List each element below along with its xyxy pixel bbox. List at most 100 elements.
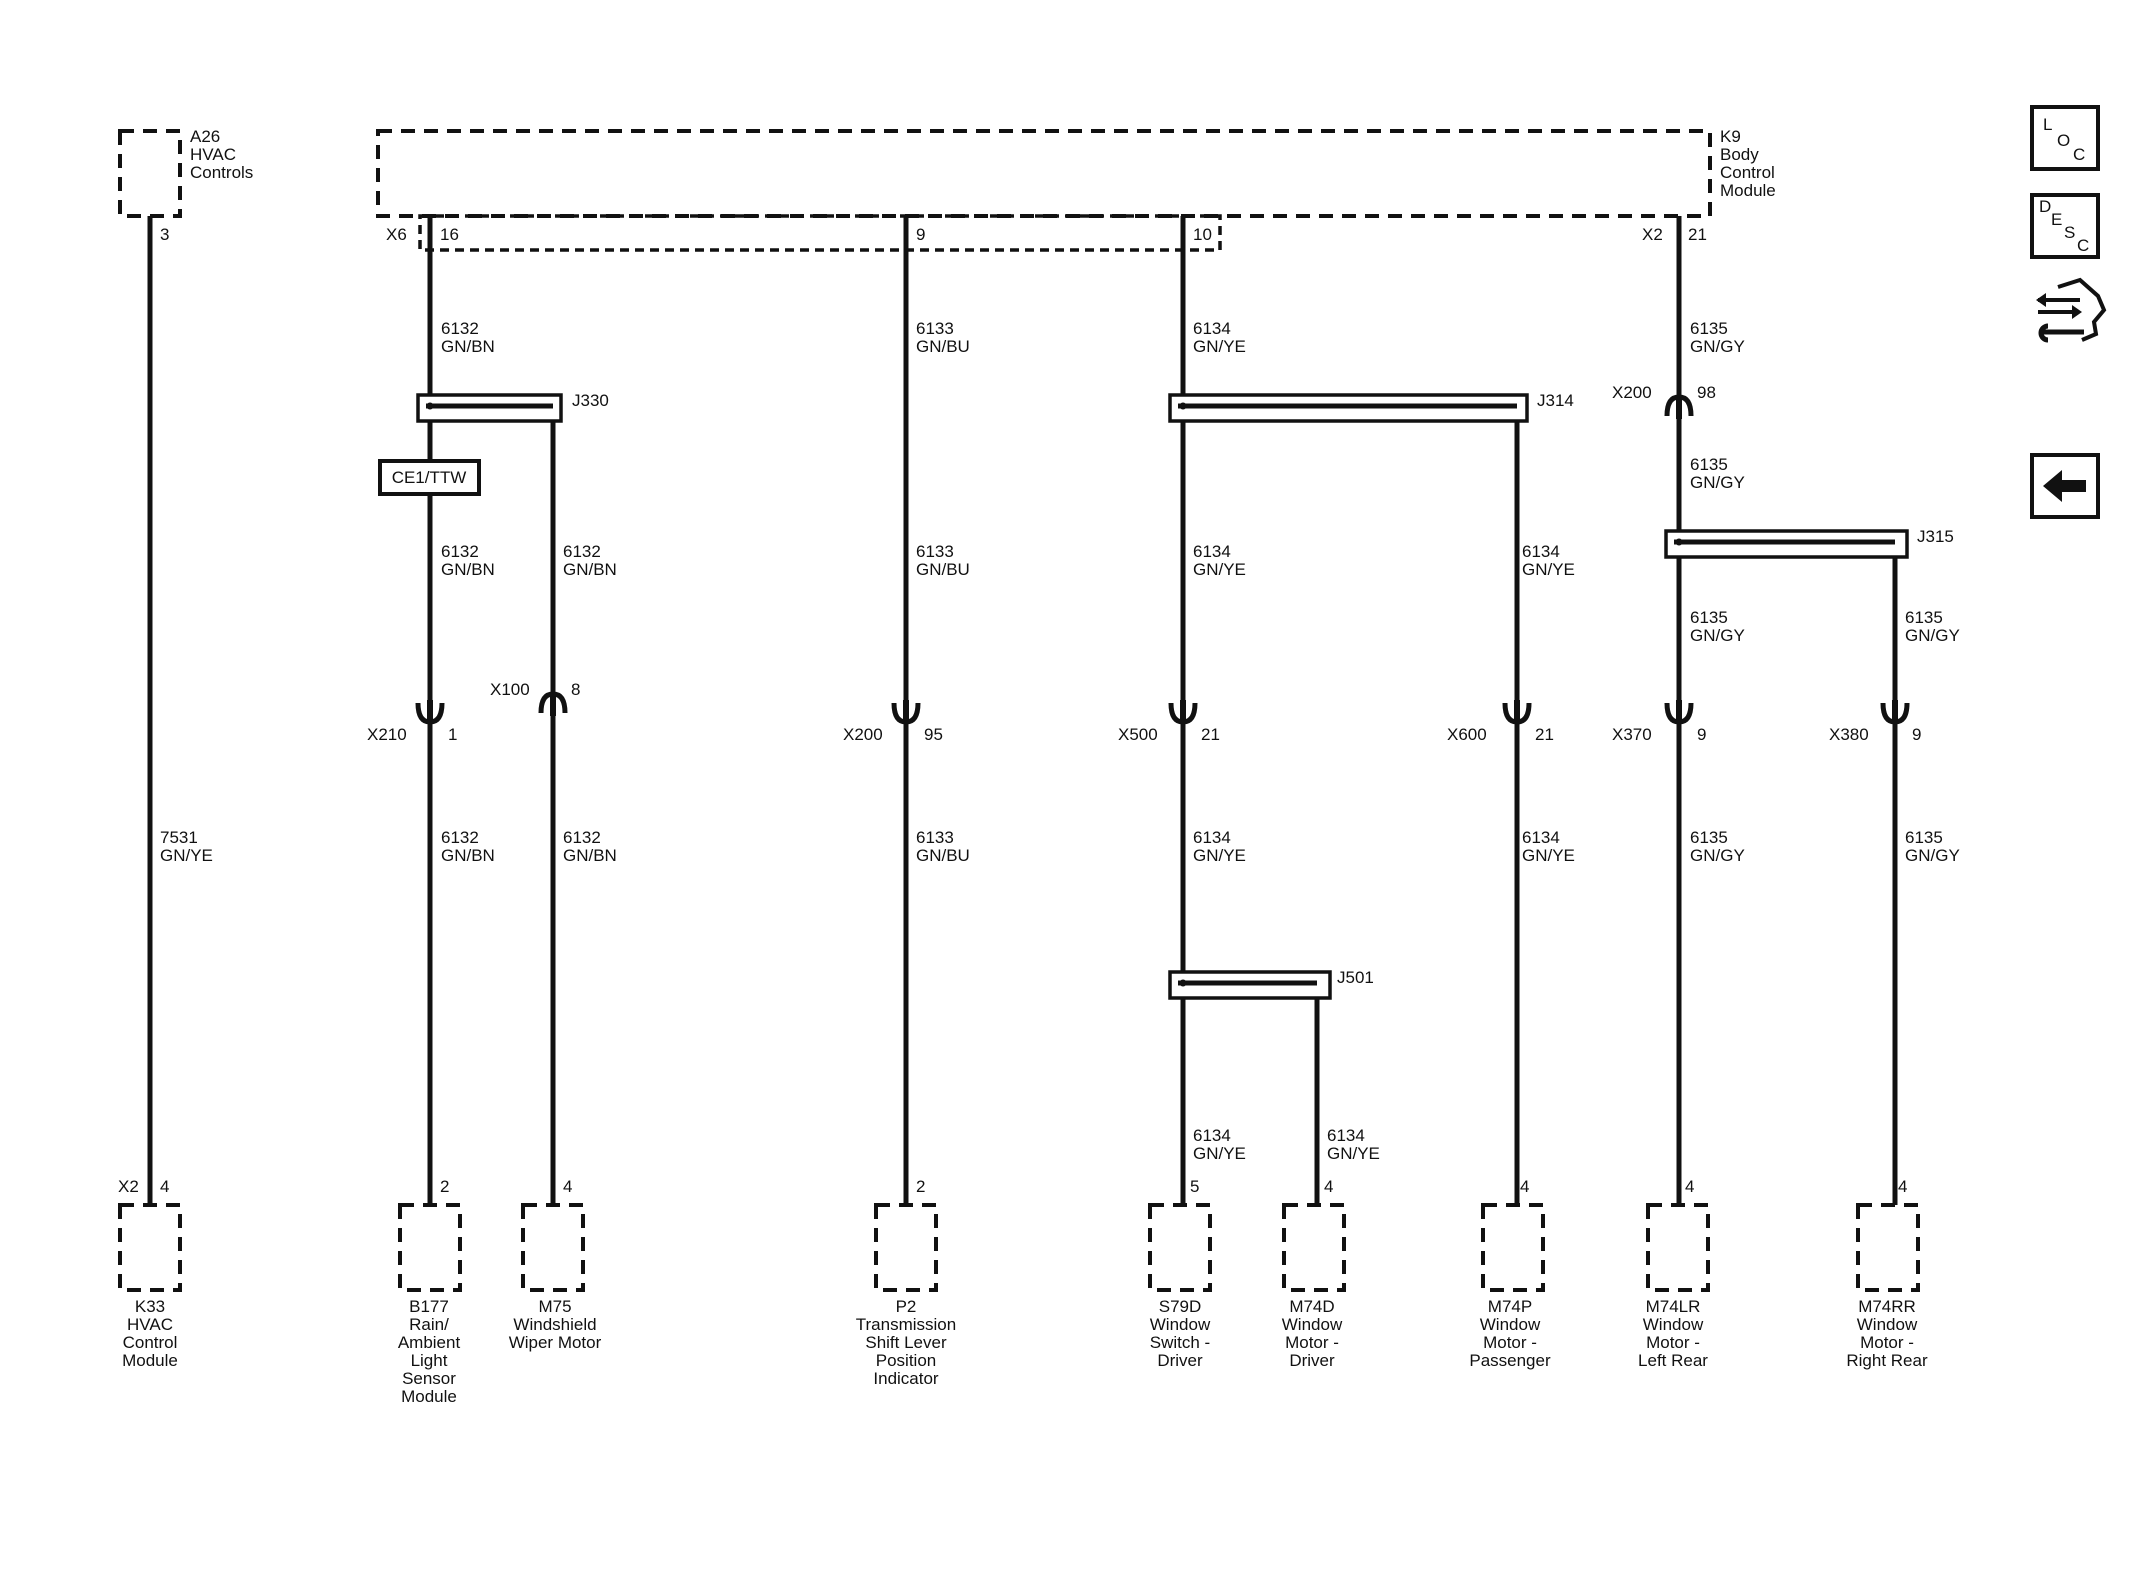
connector-x200-p2: X200 95 (843, 700, 943, 744)
x200a-name: X200 (843, 725, 883, 744)
wire-6135-top-color: GN/GY (1690, 337, 1745, 356)
m74lr-label-2: Window (1643, 1315, 1704, 1334)
wire-6134-e-num: 6134 (1193, 1126, 1231, 1145)
m74lr-pin: 4 (1685, 1177, 1694, 1196)
m74lr-label-1: M74LR (1646, 1297, 1701, 1316)
m74d-label-4: Driver (1289, 1351, 1335, 1370)
m74rr-label-3: Motor - (1860, 1333, 1914, 1352)
desc-d: D (2039, 197, 2051, 216)
m74p-label-2: Window (1480, 1315, 1541, 1334)
k33-label-3: Control (123, 1333, 178, 1352)
s79d-label-2: Window (1150, 1315, 1211, 1334)
wire-6135-d-color: GN/GY (1905, 626, 1960, 645)
x380-pin: 9 (1912, 725, 1921, 744)
p2-label-3: Shift Lever (865, 1333, 947, 1352)
b177-label-5: Sensor (402, 1369, 456, 1388)
back-arrow-icon[interactable] (2030, 453, 2100, 519)
m75-label-2: Windshield (513, 1315, 596, 1334)
module-s79d: 5 S79D Window Switch - Driver (1148, 1177, 1212, 1370)
s79d-label-1: S79D (1159, 1297, 1202, 1316)
a26-label-3: Controls (190, 163, 253, 182)
m75-pin: 4 (563, 1177, 572, 1196)
x500-name: X500 (1118, 725, 1158, 744)
m74lr-label-4: Left Rear (1638, 1351, 1708, 1370)
connector-x380: X380 9 (1829, 700, 1921, 744)
wire-6134-f-color: GN/YE (1327, 1144, 1380, 1163)
wire-lines (147, 216, 1898, 1205)
connector-x500: X500 21 (1118, 700, 1220, 744)
splice-j314: J314 (1168, 391, 1574, 423)
x200b-name: X200 (1612, 383, 1652, 402)
wire-6132-b-num: 6132 (563, 542, 601, 561)
b177-label-4: Light (411, 1351, 448, 1370)
k9-pin-16: 16 (440, 225, 459, 244)
wire-6133-top-color: GN/BU (916, 337, 970, 356)
wire-6134-c-color: GN/YE (1193, 846, 1246, 865)
inline-connectors: X210 1 X100 8 X200 95 X500 21 X600 21 (367, 383, 1921, 744)
ce1-ttw-option-box: CE1/TTW (378, 459, 481, 496)
wire-6135-f-color: GN/GY (1905, 846, 1960, 865)
k9-x2-conn: X2 (1642, 225, 1663, 244)
wire-6132-a-num: 6132 (441, 542, 479, 561)
x200a-pin: 95 (924, 725, 943, 744)
module-k33: X2 4 K33 HVAC Control Module (118, 1177, 182, 1370)
wire-6132-d-color: GN/BN (563, 846, 617, 865)
bottom-modules: X2 4 K33 HVAC Control Module 2 B177 Rain… (118, 1177, 1928, 1406)
m74rr-pin: 4 (1898, 1177, 1907, 1196)
wire-6134-d-color: GN/YE (1522, 846, 1575, 865)
loc-c: C (2073, 145, 2085, 164)
k9-ref: K9 (1720, 127, 1741, 146)
wire-6132-a-color: GN/BN (441, 560, 495, 579)
wire-6133-mid-num: 6133 (916, 542, 954, 561)
wire-6132-c-num: 6132 (441, 828, 479, 847)
loc-o: O (2057, 131, 2070, 150)
m74d-label-3: Motor - (1285, 1333, 1339, 1352)
b177-label-3: Ambient (398, 1333, 461, 1352)
wire-6135-c-color: GN/GY (1690, 626, 1745, 645)
wire-6134-e-color: GN/YE (1193, 1144, 1246, 1163)
k9-label-3: Control (1720, 163, 1775, 182)
wire-6132-c-color: GN/BN (441, 846, 495, 865)
b177-label-2: Rain/ (409, 1315, 449, 1334)
connector-x100: X100 8 (490, 680, 580, 716)
k33-label-1: K33 (135, 1297, 165, 1316)
k33-pin: 4 (160, 1177, 169, 1196)
wire-7531-color: GN/YE (160, 846, 213, 865)
wire-6135-c-num: 6135 (1690, 608, 1728, 627)
splice-j315: J315 (1664, 527, 1954, 559)
wire-6135-e-num: 6135 (1690, 828, 1728, 847)
k9-pin-10: 10 (1193, 225, 1212, 244)
j315-label: J315 (1917, 527, 1954, 546)
wire-6135-b-num: 6135 (1690, 455, 1728, 474)
wire-6135-b-color: GN/GY (1690, 473, 1745, 492)
m74d-pin: 4 (1324, 1177, 1333, 1196)
connector-diagnostic-icon[interactable] (2036, 277, 2107, 343)
m74p-pin: 4 (1520, 1177, 1529, 1196)
x370-name: X370 (1612, 725, 1652, 744)
wire-6134-top-num: 6134 (1193, 319, 1231, 338)
k9-pin-9: 9 (916, 225, 925, 244)
j501-label: J501 (1337, 968, 1374, 987)
j330-label: J330 (572, 391, 609, 410)
p2-label-5: Indicator (873, 1369, 939, 1388)
k33-label-2: HVAC (127, 1315, 173, 1334)
s79d-pin: 5 (1190, 1177, 1199, 1196)
m74p-label-4: Passenger (1469, 1351, 1551, 1370)
k9-body-control-module: K9 Body Control Module X6 16 9 10 X2 21 (376, 127, 1776, 252)
wire-6132-top-num: 6132 (441, 319, 479, 338)
wire-labels: 7531 GN/YE 6132 GN/BN 6132 GN/BN 6132 GN… (160, 319, 1960, 1163)
b177-label-1: B177 (409, 1297, 449, 1316)
desc-c: C (2077, 236, 2089, 255)
a26-pin: 3 (160, 225, 169, 244)
connector-x600: X600 21 (1447, 700, 1554, 744)
ce1-ttw-label: CE1/TTW (392, 468, 467, 487)
b177-label-6: Module (401, 1387, 457, 1406)
wire-6134-d-num: 6134 (1522, 828, 1560, 847)
desc-button[interactable]: D E S C (2030, 193, 2100, 259)
loc-button[interactable]: L O C (2030, 105, 2100, 171)
k9-label-2: Body (1720, 145, 1759, 164)
wire-6132-b-color: GN/BN (563, 560, 617, 579)
wire-6132-d-num: 6132 (563, 828, 601, 847)
a26-label-2: HVAC (190, 145, 236, 164)
